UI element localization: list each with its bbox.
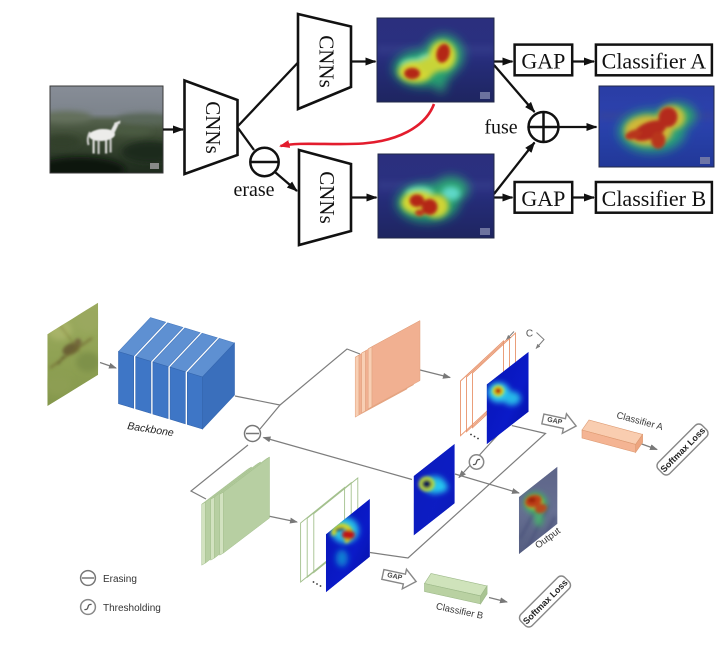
svg-text:Classifier B: Classifier B <box>435 601 484 622</box>
svg-text:Softmax Loss: Softmax Loss <box>521 577 570 626</box>
svg-text:GAP: GAP <box>521 186 565 211</box>
svg-text:GAP: GAP <box>521 49 565 74</box>
svg-text:Thresholding: Thresholding <box>103 603 161 614</box>
svg-text:CNNs: CNNs <box>315 171 339 224</box>
svg-text:Softmax Loss: Softmax Loss <box>658 425 707 474</box>
svg-text:Backbone: Backbone <box>127 420 175 439</box>
svg-text:Classifier A: Classifier A <box>602 49 707 74</box>
svg-text:GAP: GAP <box>546 416 563 426</box>
svg-text:GAP: GAP <box>386 572 403 582</box>
svg-text:Classifier B: Classifier B <box>602 186 707 211</box>
svg-text:fuse: fuse <box>484 117 517 139</box>
svg-text:erase: erase <box>233 179 274 201</box>
svg-text:CNNs: CNNs <box>201 101 225 154</box>
svg-text:CNNs: CNNs <box>315 35 339 88</box>
svg-text:C: C <box>526 329 533 340</box>
svg-text:Erasing: Erasing <box>103 574 137 585</box>
